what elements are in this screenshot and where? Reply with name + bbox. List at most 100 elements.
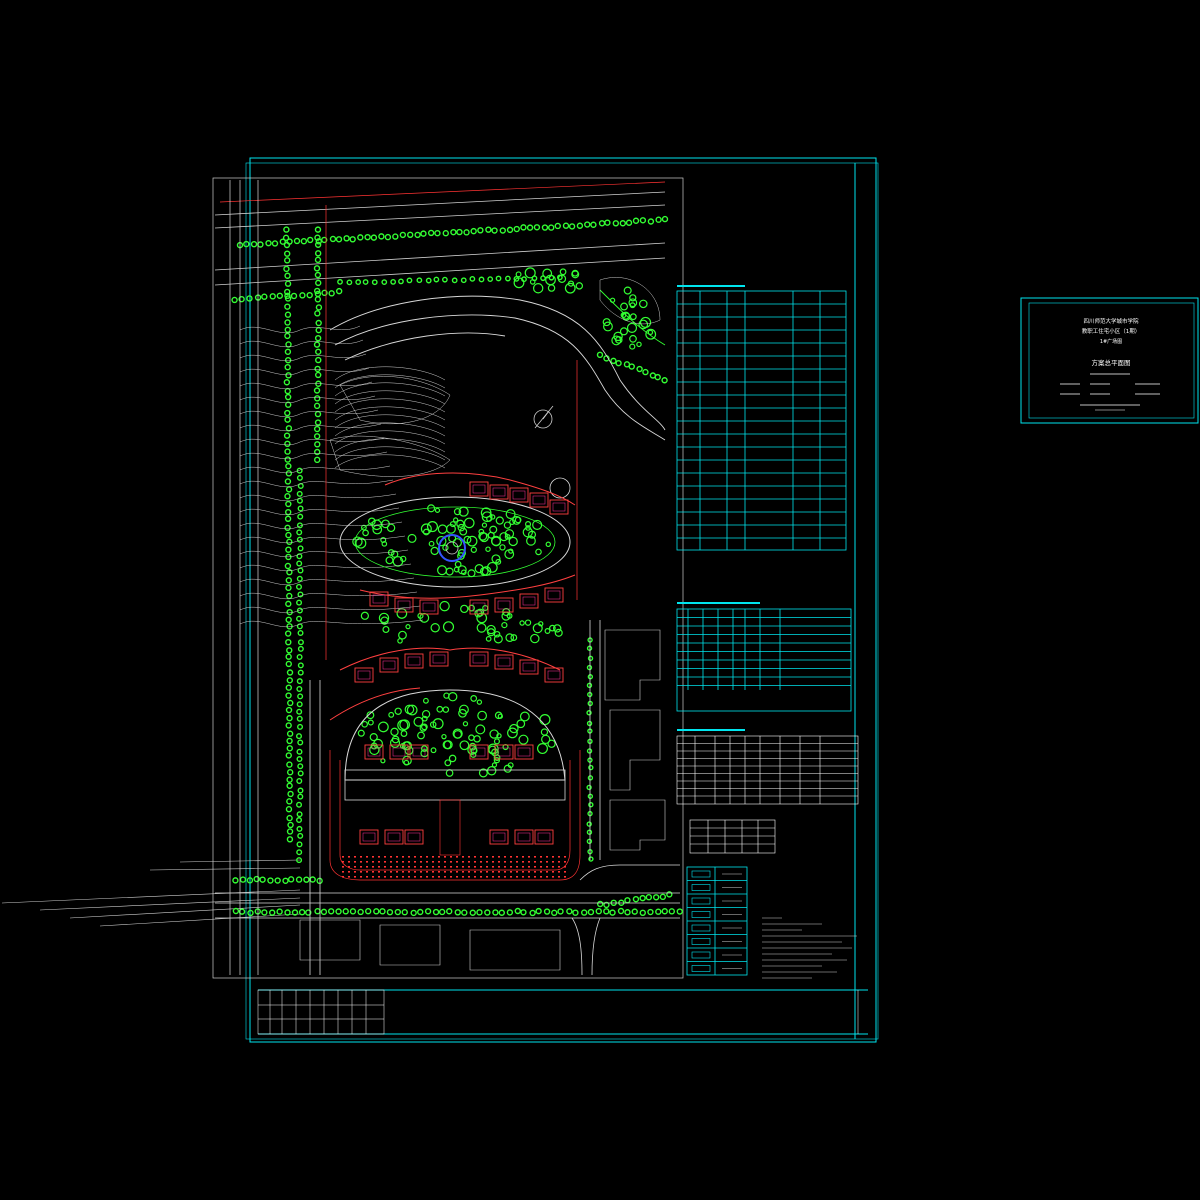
building-unit-core [522, 662, 536, 672]
tree-symbol [499, 544, 506, 551]
tree-symbol [284, 363, 291, 371]
tree-symbol [636, 341, 642, 348]
tree-symbol [378, 612, 390, 624]
tree-symbol [362, 279, 369, 285]
building-unit-core [372, 594, 386, 604]
tree-symbol [457, 565, 467, 575]
tree-symbol [321, 289, 328, 297]
tree-symbol [586, 645, 593, 651]
paving-tile [558, 866, 560, 868]
building-unit-core [552, 502, 566, 512]
tree-symbol [571, 269, 579, 277]
paving-tile [378, 876, 380, 878]
tree-symbol [238, 908, 246, 915]
tree-symbol [436, 535, 447, 547]
east-existing-buildings [299, 629, 666, 971]
building-unit [469, 481, 489, 497]
tree-symbol [647, 908, 654, 916]
tree-symbol [437, 565, 448, 576]
tree-symbol [286, 714, 293, 722]
tree-symbol [320, 908, 328, 916]
tree-symbol [666, 891, 673, 898]
paving-tile [360, 866, 362, 868]
tree-symbol [314, 241, 322, 248]
paving-tile [534, 871, 536, 873]
contour-line [334, 422, 446, 437]
tree-symbol [285, 706, 293, 714]
tree-symbol [604, 219, 611, 226]
paving-tile [372, 871, 374, 873]
tree-symbol [297, 787, 304, 794]
tree-symbol [389, 737, 401, 748]
paving-tile [462, 861, 464, 863]
tree-symbol [587, 908, 595, 916]
tree-symbol [626, 322, 638, 333]
tree-symbol [434, 229, 441, 237]
tree-symbol [425, 277, 432, 284]
tree-symbol [458, 708, 467, 718]
tree-symbol [485, 226, 492, 233]
tree-symbol [303, 876, 310, 883]
paving-tile [414, 871, 416, 873]
internal-road [329, 289, 666, 441]
paving-tile [504, 876, 506, 878]
building-unit-core [407, 656, 421, 666]
tree-symbol [436, 705, 444, 713]
paving-tile [384, 866, 386, 868]
tree-symbol [519, 711, 530, 722]
tree-symbol [285, 752, 292, 759]
tree-symbol [668, 908, 676, 915]
paving-tile [480, 866, 482, 868]
paving-tile [360, 861, 362, 863]
top-road [214, 181, 666, 286]
tree-symbol [297, 793, 304, 800]
building-unit [529, 492, 549, 508]
paving-tile [354, 866, 356, 868]
tree-symbol [297, 662, 304, 669]
paving-tile [342, 856, 344, 858]
tree-symbol [566, 908, 573, 915]
tree-symbol [290, 292, 298, 300]
tree-symbol [461, 569, 467, 576]
paving-tile [408, 861, 410, 863]
tree-symbol [476, 699, 483, 705]
building-unit [494, 597, 514, 613]
tree-symbol [588, 856, 594, 862]
building-unit-core [472, 484, 486, 494]
tree-symbol [470, 546, 477, 553]
paving-tile [486, 866, 488, 868]
tree-symbol [285, 500, 292, 508]
building-unit [514, 829, 534, 845]
tree-symbol [284, 292, 291, 300]
tree-symbol [285, 600, 292, 608]
paving-tile [444, 856, 446, 858]
contour-line [239, 549, 409, 558]
tree-symbol [457, 523, 466, 532]
tree-symbol [381, 279, 388, 286]
tree-symbol [380, 616, 389, 625]
paving-tile [414, 856, 416, 858]
tree-symbol [632, 217, 640, 224]
tree-symbol [314, 296, 322, 303]
paving-tile [510, 866, 512, 868]
tree-symbol [296, 575, 303, 582]
tree-symbol [655, 908, 662, 915]
tree-symbol [284, 562, 292, 570]
paving-tile [522, 856, 524, 858]
tree-symbol [529, 909, 536, 917]
tree-symbol [615, 359, 622, 367]
tree-symbol [315, 304, 323, 311]
building-unit-core [422, 602, 436, 612]
tree-symbol [314, 234, 321, 241]
paving-tile [378, 861, 380, 863]
tree-symbol [430, 747, 437, 754]
tree-symbol [285, 806, 293, 813]
tree-symbol [542, 268, 553, 279]
paving-tile [516, 871, 518, 873]
tree-symbol [642, 368, 649, 376]
paving-tile [378, 871, 380, 873]
contour-line [334, 406, 446, 421]
paving-tile [534, 861, 536, 863]
tree-symbol [314, 334, 322, 342]
tree-symbol [285, 372, 292, 379]
